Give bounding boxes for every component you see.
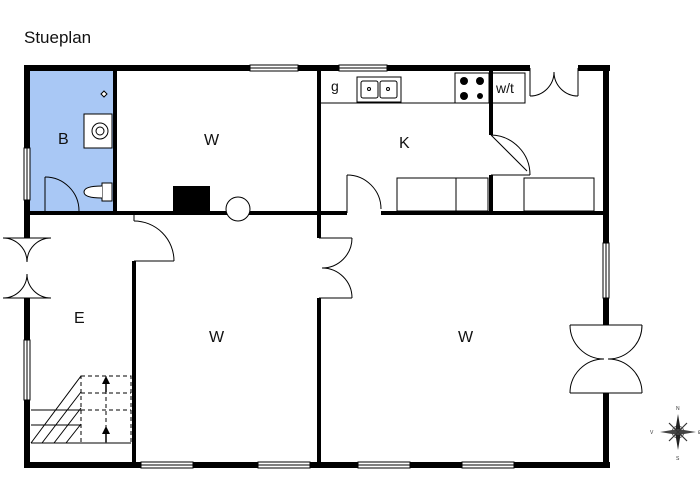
plan-title: Stueplan — [24, 28, 92, 47]
staircase — [30, 375, 132, 444]
kitchen-counters — [321, 72, 595, 212]
interior-walls — [29, 70, 604, 463]
windows — [23, 64, 610, 469]
stove-burners — [460, 77, 484, 100]
room-label-bathroom: B — [58, 131, 69, 148]
room-label-entrance: E — [74, 310, 85, 327]
room-label-kitchen: K — [399, 135, 410, 152]
compass-south-label: S — [676, 456, 680, 462]
column — [225, 196, 251, 222]
exterior-doors — [2, 65, 643, 394]
stove-area-label: g — [331, 78, 339, 94]
room-label-living-right: W — [458, 329, 474, 346]
bathroom-fixtures — [83, 90, 113, 202]
room-label-living-top: W — [204, 132, 220, 149]
room-label-living-left: W — [209, 329, 225, 346]
chimney — [173, 186, 210, 213]
compass-east-label: Ø — [698, 430, 700, 436]
compass-north-label: N — [676, 406, 680, 412]
stair-arrows — [102, 376, 110, 442]
compass-icon: N S V Ø — [650, 406, 700, 462]
washer-dryer-label: w/t — [495, 80, 514, 96]
compass-west-label: V — [650, 430, 654, 436]
interior-doors — [44, 134, 531, 299]
